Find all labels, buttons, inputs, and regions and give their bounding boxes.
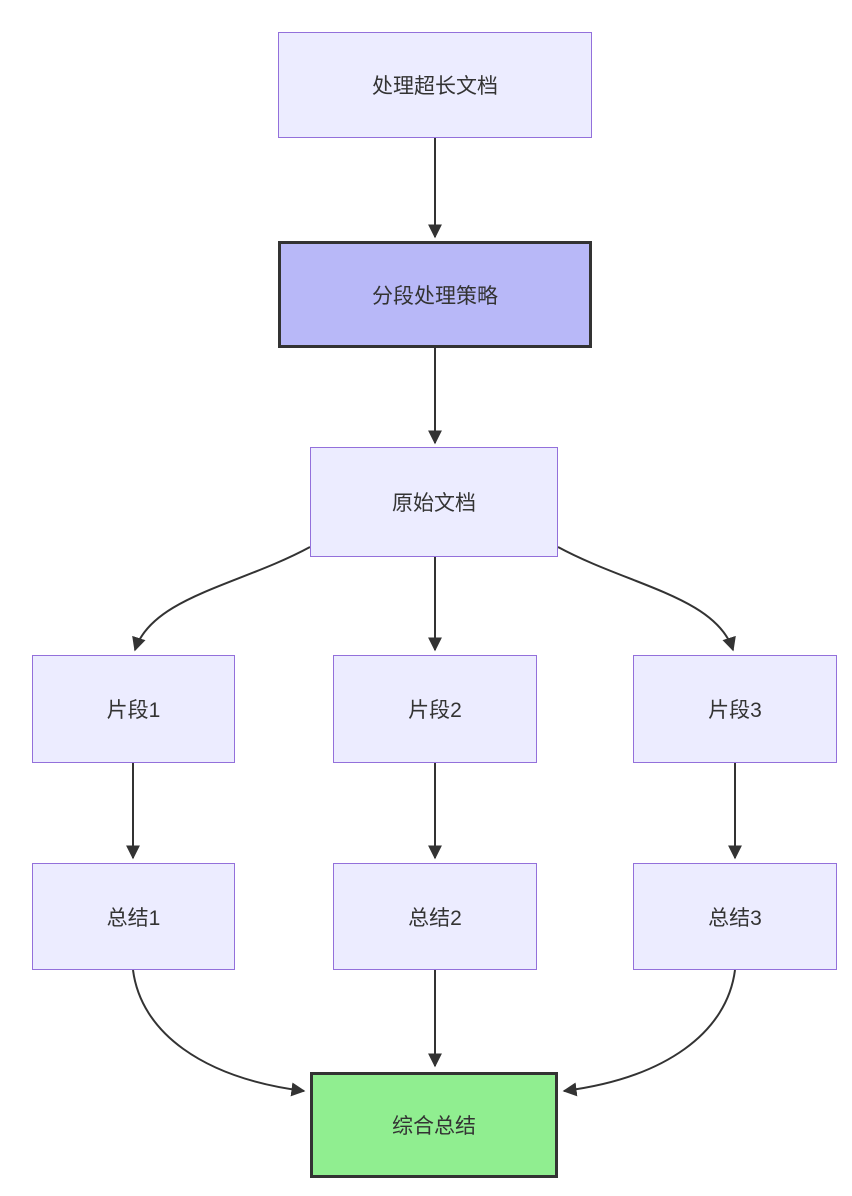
- node-label: 处理超长文档: [372, 75, 498, 98]
- node-label: 片段3: [708, 699, 762, 722]
- node-fragment-2: 片段2: [333, 655, 537, 763]
- node-label: 片段1: [106, 699, 161, 722]
- edge-c-d: [132, 546, 311, 652]
- node-label: 总结3: [708, 906, 762, 930]
- node-label: 综合总结: [392, 1115, 476, 1138]
- node-label: 总结2: [408, 906, 462, 930]
- edge-g-j: [132, 969, 306, 1097]
- node-label: 总结1: [106, 906, 161, 930]
- node-label: 原始文档: [392, 492, 476, 515]
- node-original-document: 原始文档: [310, 447, 558, 557]
- node-summary-3: 总结3: [633, 863, 837, 970]
- edge-i-j: [562, 969, 736, 1097]
- node-summary-1: 总结1: [32, 863, 235, 970]
- node-combined-summary: 综合总结: [310, 1072, 558, 1178]
- node-label: 片段2: [408, 699, 462, 722]
- node-process-long-document: 处理超长文档: [278, 32, 592, 138]
- node-fragment-3: 片段3: [633, 655, 837, 763]
- node-fragment-1: 片段1: [32, 655, 235, 763]
- node-label: 分段处理策略: [372, 284, 498, 308]
- node-segmentation-strategy: 分段处理策略: [278, 241, 592, 348]
- node-summary-2: 总结2: [333, 863, 537, 970]
- edge-c-f: [557, 546, 736, 652]
